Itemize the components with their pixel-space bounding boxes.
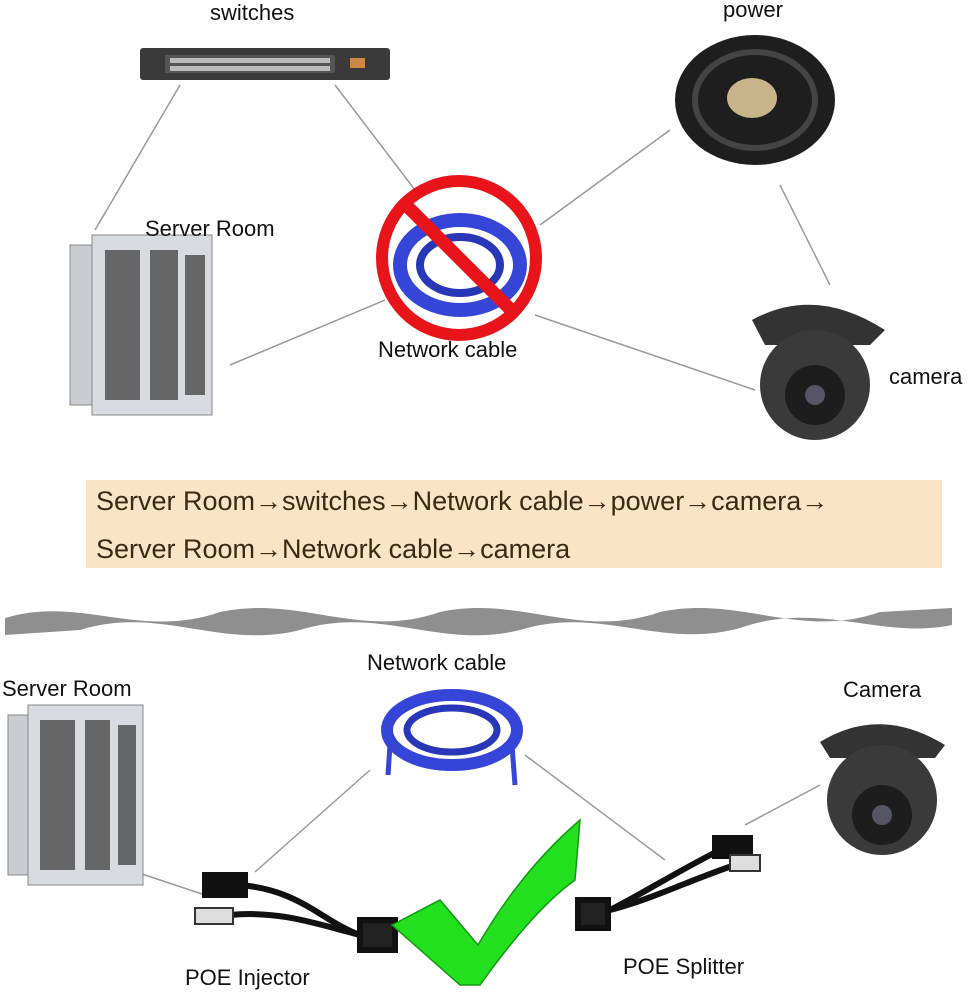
wavy-divider [5, 608, 952, 636]
switch-image [140, 48, 390, 80]
power-cable-image [675, 35, 835, 165]
poe-injector-image [194, 872, 398, 953]
label-camera-bottom: Camera [843, 677, 922, 702]
label-poe-splitter: POE Splitter [623, 954, 745, 979]
label-poe-injector: POE Injector [185, 965, 310, 990]
no-sign-icon [376, 175, 542, 341]
banner-line-traditional: Server Room→switches→Network cable→power… [96, 486, 829, 516]
label-server-room-top: Server Room [145, 216, 275, 241]
label-camera-top: camera [889, 364, 963, 389]
server-rack-image-bottom [7, 704, 144, 886]
network-cable-image-top [393, 213, 527, 317]
path-comparison-banner: Server Room→switches→Network cable→power… [86, 480, 942, 568]
label-network-cable-top: Network cable [378, 337, 518, 362]
connector-lines-top [94, 84, 831, 391]
network-cable-image-bottom [381, 689, 523, 786]
server-rack-image-top [69, 234, 213, 416]
label-switches: switches [210, 0, 295, 25]
label-network-cable-bottom: Network cable [367, 650, 507, 675]
poe-splitter-image [575, 835, 761, 931]
banner-line-poe: Server Room→Network cable→camera [96, 534, 571, 564]
label-server-room-bottom: Server Room [2, 676, 132, 701]
camera-image-bottom [820, 724, 945, 855]
camera-image-top [752, 304, 885, 440]
label-power: power [723, 0, 783, 22]
checkmark-icon [390, 818, 581, 986]
